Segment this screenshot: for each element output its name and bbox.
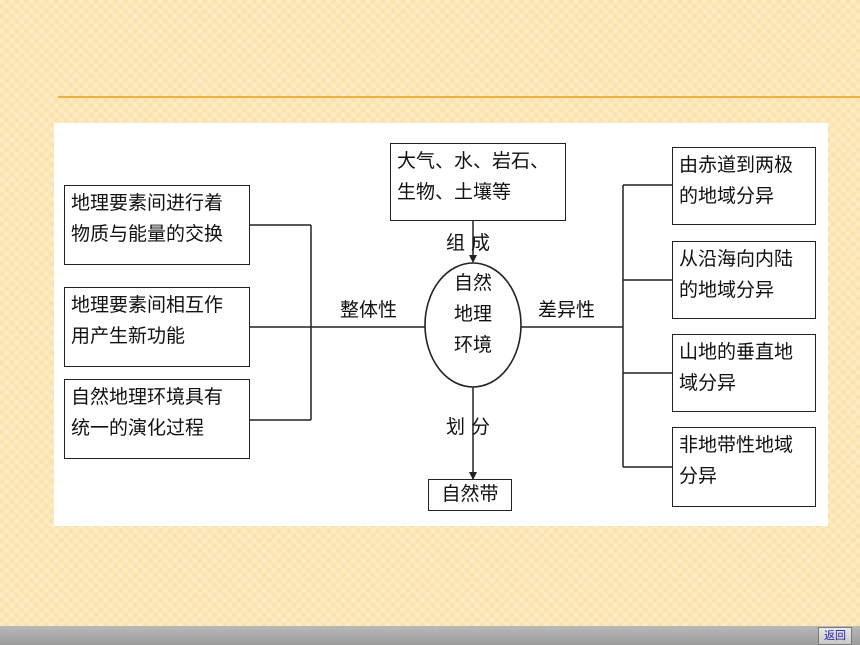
diversity-box-azonal-line-2: 分异 bbox=[679, 465, 718, 487]
diversity-box-longitudinal-line-1: 从沿海向内陆 bbox=[679, 248, 794, 270]
left-bracket bbox=[250, 224, 425, 421]
natural-zone-text: 自然带 bbox=[441, 483, 499, 505]
diversity-box-latitudinal-line-2: 的地域分异 bbox=[679, 185, 775, 207]
diversity-box-longitudinal-line-2: 的地域分异 bbox=[679, 279, 775, 301]
division-label: 划 分 bbox=[446, 416, 491, 438]
center-line-2: 地理 bbox=[453, 303, 492, 325]
integrity-box-function-line-2: 用产生新功能 bbox=[71, 325, 186, 347]
center-line-3: 环境 bbox=[453, 334, 492, 356]
integrity-box-evolution-line-2: 统一的演化过程 bbox=[71, 417, 205, 439]
components-line-2: 生物、土壤等 bbox=[397, 181, 512, 203]
back-button[interactable]: 返回 bbox=[818, 627, 852, 645]
center-line-1: 自然 bbox=[453, 272, 492, 294]
integrity-box-evolution: 自然地理环境具有 统一的演化过程 bbox=[64, 379, 250, 459]
components-box: 大气、水、岩石、 生物、土壤等 bbox=[390, 143, 566, 221]
connector-lines bbox=[250, 184, 672, 480]
composition-label: 组 成 bbox=[446, 232, 491, 254]
diversity-box-vertical-line-2: 域分异 bbox=[679, 372, 737, 394]
diversity-box-azonal-line-1: 非地带性地域 bbox=[679, 434, 794, 456]
integrity-box-evolution-line-1: 自然地理环境具有 bbox=[71, 386, 224, 408]
right-bracket bbox=[521, 184, 672, 468]
integrity-box-function-line-1: 地理要素间相互作 bbox=[71, 294, 224, 316]
integrity-label: 整体性 bbox=[340, 299, 398, 321]
title-divider-line bbox=[58, 96, 860, 98]
diversity-box-latitudinal-line-1: 由赤道到两极 bbox=[679, 154, 794, 176]
footer-bar: 返回 bbox=[0, 626, 860, 645]
diversity-box-latitudinal: 由赤道到两极 的地域分异 bbox=[672, 147, 816, 225]
diversity-box-longitudinal: 从沿海向内陆 的地域分异 bbox=[672, 241, 816, 319]
integrity-box-exchange-line-2: 物质与能量的交换 bbox=[71, 223, 224, 245]
diversity-box-vertical-line-1: 山地的垂直地 bbox=[679, 341, 794, 363]
diversity-box-vertical: 山地的垂直地 域分异 bbox=[672, 334, 816, 412]
diversity-box-azonal: 非地带性地域 分异 bbox=[672, 427, 816, 507]
concept-diagram: 大气、水、岩石、 生物、土壤等 组 成 自然 地理 环境 划 分 自然带 整体性… bbox=[54, 123, 828, 526]
integrity-box-exchange: 地理要素间进行着 物质与能量的交换 bbox=[64, 185, 250, 265]
components-line-1: 大气、水、岩石、 bbox=[397, 150, 550, 172]
center-node: 自然 地理 环境 bbox=[428, 268, 518, 361]
natural-zone-box: 自然带 bbox=[428, 479, 512, 511]
integrity-box-exchange-line-1: 地理要素间进行着 bbox=[71, 192, 224, 214]
diversity-label: 差异性 bbox=[538, 299, 596, 321]
integrity-box-function: 地理要素间相互作 用产生新功能 bbox=[64, 287, 250, 367]
